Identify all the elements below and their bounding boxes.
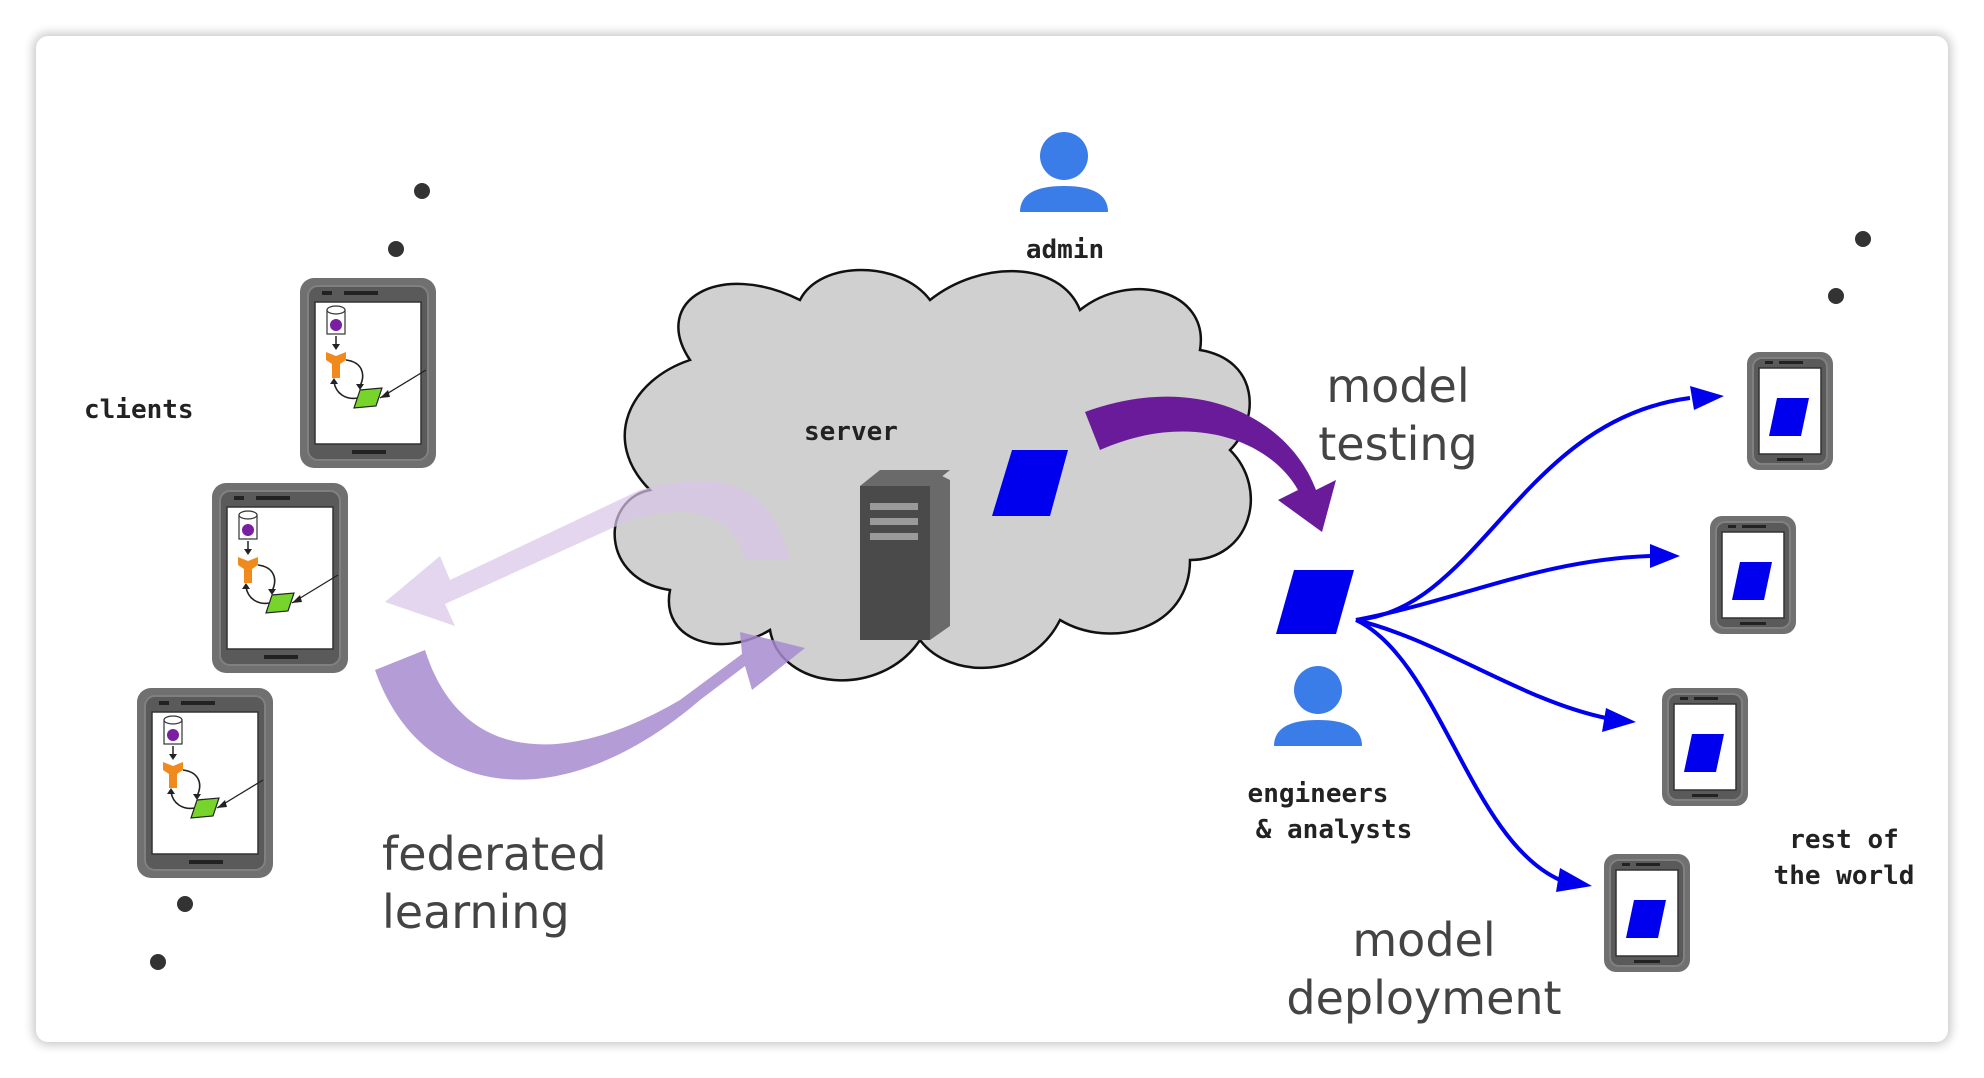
client-phone-3 [136, 687, 274, 879]
clients-label: clients [84, 395, 194, 425]
client-phone-2 [211, 482, 349, 674]
federated-arrow-to-server [375, 632, 805, 780]
client-phone-1 [299, 277, 437, 469]
model-deployment-label-line1: model [1352, 913, 1495, 967]
federated-learning-label-line1: federated [382, 827, 607, 881]
model-testing-label-line2: testing [1318, 417, 1477, 471]
model-testing-label-line1: model [1326, 359, 1469, 413]
deployment-arrows [1355, 396, 1691, 882]
rest-of-world-label-line2: the world [1774, 861, 1915, 891]
admin-person-icon [1020, 132, 1108, 212]
ellipsis-dots [150, 183, 1871, 970]
server-icon [860, 470, 950, 640]
deployment-arrowheads [1556, 386, 1724, 892]
engineers-label-line2: & analysts [1256, 815, 1413, 845]
rest-of-world-label-line1: rest of [1789, 825, 1899, 855]
server-model-icon [992, 450, 1068, 516]
federated-learning-label-line2: learning [382, 885, 570, 939]
engineers-person-icon [1274, 666, 1362, 746]
deployed-phone-4 [1603, 853, 1691, 973]
tested-model-icon [1276, 570, 1354, 634]
server-label: server [804, 417, 898, 447]
deployed-phone-1 [1746, 351, 1834, 471]
deployed-phone-2 [1709, 515, 1797, 635]
deployed-phone-3 [1661, 687, 1749, 807]
model-deployment-label-line2: deployment [1286, 971, 1561, 1025]
model-testing-arrow [1085, 396, 1336, 532]
engineers-label-line1: engineers [1248, 779, 1389, 809]
federated-arrow-to-clients [385, 481, 790, 626]
admin-label: admin [1026, 235, 1104, 265]
